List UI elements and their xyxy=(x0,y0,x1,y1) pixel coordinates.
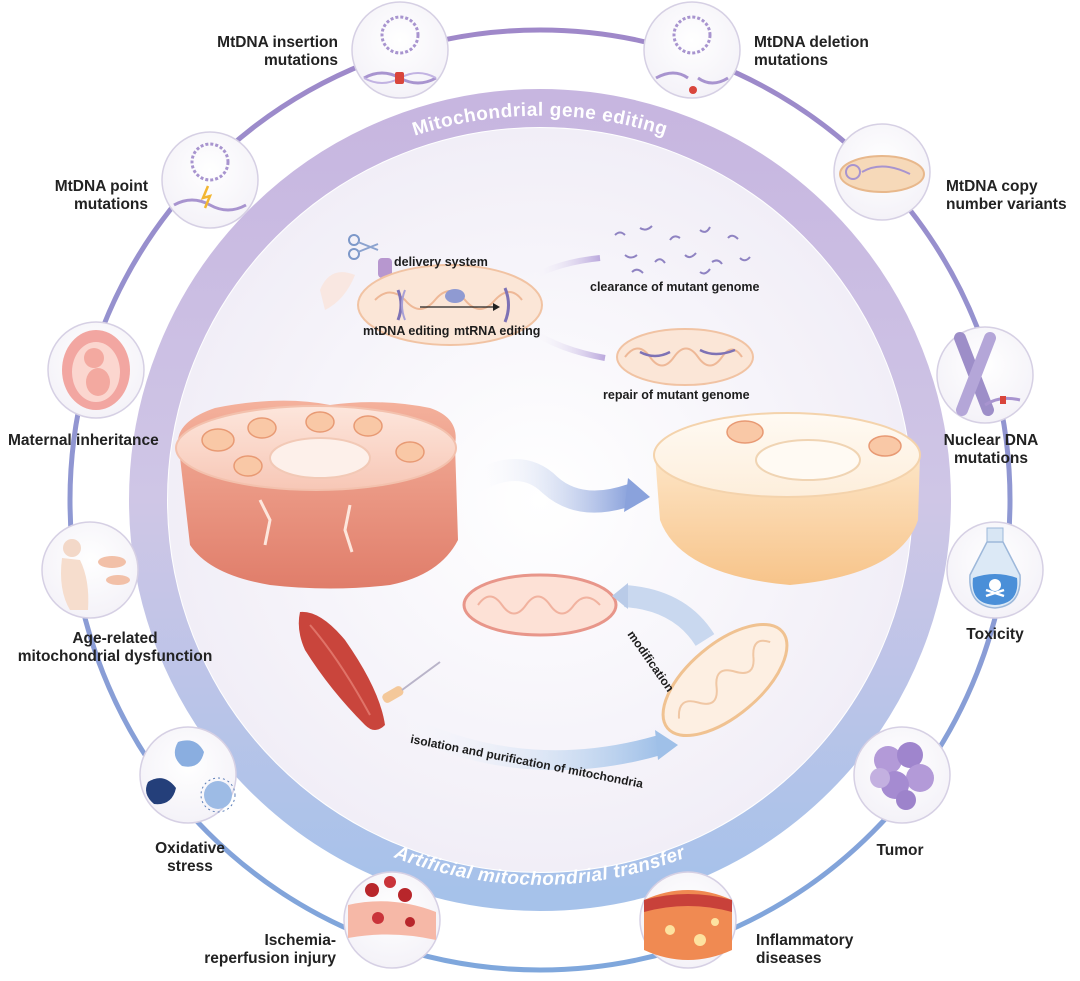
age-related-icon xyxy=(41,521,139,619)
oxidative-stress-icon xyxy=(139,726,237,824)
label-repair: repair of mutant genome xyxy=(603,388,750,402)
transformation-arrowhead xyxy=(624,478,650,512)
isolation-arrowhead xyxy=(655,730,678,760)
edited-mitochondrion xyxy=(320,264,543,346)
mtdna-deletion-icon xyxy=(643,1,741,99)
inflammatory-icon xyxy=(639,871,737,969)
label-ischemia: Ischemia- reperfusion injury xyxy=(204,932,336,967)
label-tumor: Tumor xyxy=(876,842,924,859)
donor-mitochondrion xyxy=(661,622,789,738)
delivery-system-icon xyxy=(378,258,392,278)
repaired-mitochondrion xyxy=(616,328,754,386)
modification-arrow xyxy=(623,585,715,647)
label-copy-number: MtDNA copy number variants xyxy=(946,178,1067,213)
label-clearance: clearance of mutant genome xyxy=(590,280,760,294)
toxicity-icon xyxy=(946,521,1044,619)
arrow-to-repair xyxy=(528,327,606,361)
ischemia-icon xyxy=(343,871,441,969)
mtdna-insertion-icon xyxy=(351,1,449,99)
mtdna-point-icon xyxy=(161,131,259,229)
modification-arrowhead xyxy=(612,583,628,609)
label-insertion: MtDNA insertion mutations xyxy=(217,34,338,69)
muscle-icon xyxy=(298,611,441,730)
label-toxicity: Toxicity xyxy=(966,626,1024,643)
label-mtrna-editing: mtRNA editing xyxy=(454,324,541,338)
label-delivery-system: delivery system xyxy=(394,255,488,269)
damaged-cell xyxy=(175,400,458,589)
label-maternal: Maternal inheritance xyxy=(8,432,159,449)
transformation-arrow xyxy=(459,459,641,513)
label-point: MtDNA point mutations xyxy=(54,178,148,213)
label-inflammatory: Inflammatory diseases xyxy=(756,932,854,967)
modified-mitochondrion xyxy=(462,573,618,637)
isolation-arrow xyxy=(390,711,663,771)
mtdna-copy-number-icon xyxy=(833,123,931,221)
outer-ring xyxy=(67,27,1013,973)
maternal-inheritance-icon xyxy=(47,321,145,419)
tumor-icon xyxy=(853,726,951,824)
nuclear-dna-icon xyxy=(936,326,1034,424)
healthy-cell xyxy=(653,412,921,585)
mutant-fragments-icon xyxy=(614,225,751,275)
label-deletion: MtDNA deletion mutations xyxy=(754,34,869,69)
process-ring xyxy=(129,89,951,911)
label-nuclear: Nuclear DNA mutations xyxy=(943,432,1039,467)
arrow-to-clearance xyxy=(528,255,601,281)
label-oxidative: Oxidative stress xyxy=(155,840,225,875)
label-age: Age-related mitochondrial dysfunction xyxy=(17,630,213,665)
label-mtdna-editing: mtDNA editing xyxy=(363,324,450,338)
editing-scissors-icon xyxy=(348,234,379,260)
